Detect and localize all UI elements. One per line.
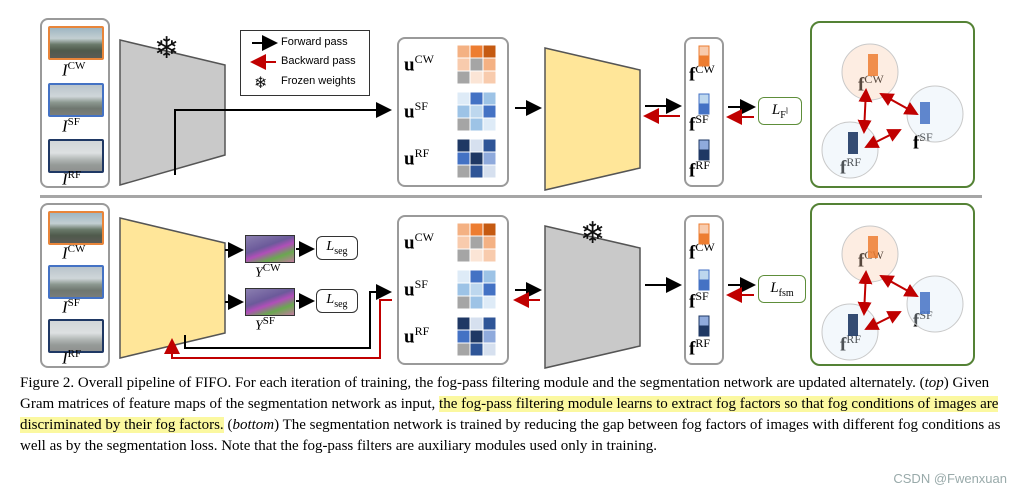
bottom-factor-label-rf: fRF [689,336,711,360]
bottom-image-rf-label: IRF [62,348,82,368]
top-snowflake-icon: ❄ [154,31,179,66]
top-gram-label-sf: uSF [404,99,428,123]
bottom-image-cw-label: ICW [62,243,86,263]
bottom-pred-sf-label: YSF [255,315,276,334]
section-divider [40,195,982,198]
legend: Forward pass Backward pass Frozen weight… [240,30,370,96]
bottom-embedding-panel [810,203,975,366]
bottom-input-images-panel: ICW ISF IRF [40,203,110,368]
bottom-image-cw [48,211,104,245]
bottom-snowflake-icon: ❄ [580,216,605,251]
bottom-seg-loss-cw: Lseg [316,236,358,260]
bottom-pred-cw [245,235,295,263]
top-factor-label-sf: fSF [689,112,709,136]
bottom-image-sf-label: ISF [62,297,80,317]
legend-backward-label: Backward pass [281,55,356,67]
bottom-pred-cw-label: YCW [255,262,281,281]
legend-forward-label: Forward pass [281,36,348,48]
top-image-sf [48,83,104,117]
top-image-cw [48,26,104,60]
figure-caption: Figure 2. Overall pipeline of FIFO. For … [20,375,1001,454]
bottom-image-sf [48,265,104,299]
bottom-factor-label-sf: fSF [689,289,709,313]
bottom-loss-box: Lfsm [758,275,806,303]
bottom-image-rf [48,319,104,353]
bottom-pred-sf [245,288,295,316]
top-loss-box: LFl [758,97,802,125]
watermark: CSDN @Fwenxuan [893,471,1007,486]
bottom-embed-label-rf: fRF [840,332,862,356]
top-input-images-panel: ICW ISF IRF [40,18,110,189]
top-image-rf [48,139,104,173]
top-image-cw-label: ICW [62,60,86,80]
top-embedding-panel [810,21,975,188]
top-embed-label-rf: fRF [840,155,862,179]
bottom-gram-label-cw: uCW [404,230,434,254]
top-gram-label-rf: uRF [404,146,430,170]
bottom-embed-label-sf: fSF [913,308,933,332]
bottom-gram-label-rf: uRF [404,324,430,348]
top-embed-label-cw: fCW [858,72,884,96]
top-factor-label-cw: fCW [689,62,715,86]
top-gram-label-cw: uCW [404,52,434,76]
bottom-factor-label-cw: fCW [689,240,715,264]
top-factor-label-rf: fRF [689,158,711,182]
bottom-gram-label-sf: uSF [404,277,428,301]
top-image-sf-label: ISF [62,116,80,136]
top-embed-label-sf: fSF [913,130,933,154]
top-image-rf-label: IRF [62,169,82,189]
bottom-embed-label-cw: fCW [858,248,884,272]
legend-frozen-label: Frozen weights [281,75,356,87]
bottom-seg-loss-sf: Lseg [316,289,358,313]
